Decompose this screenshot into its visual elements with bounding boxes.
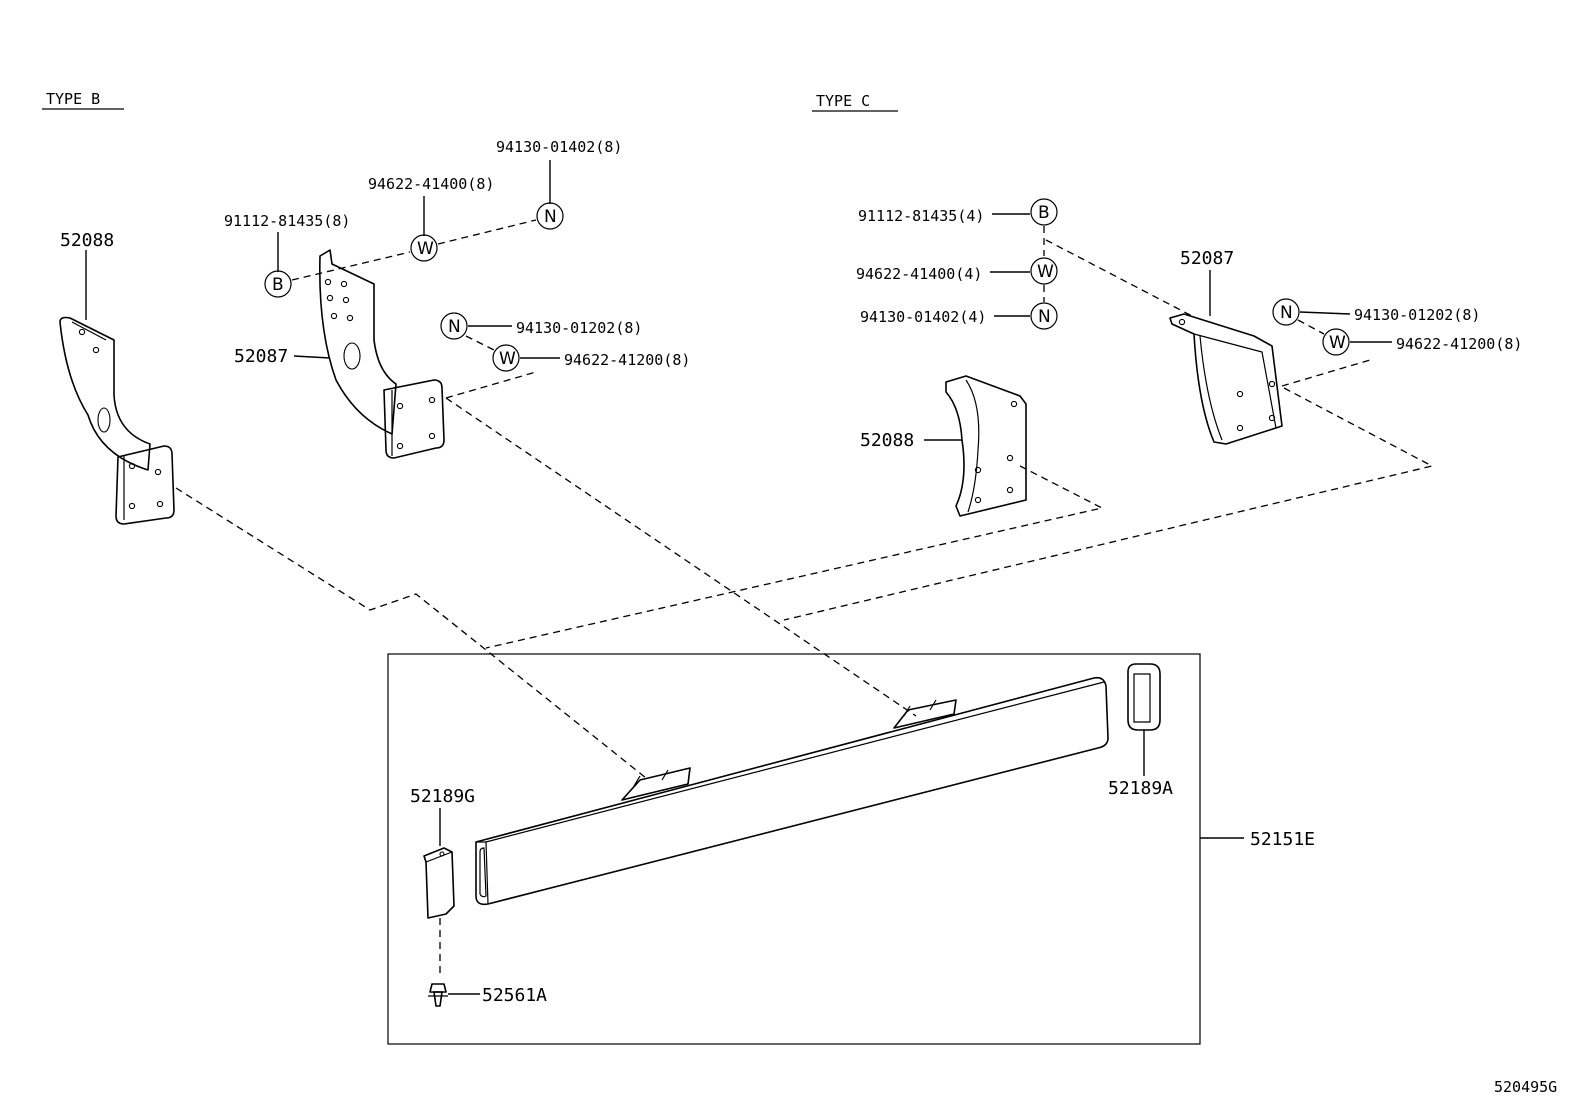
- nut-side-symbol-c: [1272, 298, 1300, 326]
- nut-symbol-b-letter: N: [544, 207, 557, 227]
- dash-bolt-washer-nut-b: [291, 219, 537, 281]
- washer-lower-symbol-b-letter: W: [499, 349, 516, 369]
- label-52561A: 52561A: [482, 985, 547, 1006]
- label-washer-94622-41400-b: 94622-41400(8): [368, 175, 494, 193]
- bolt-symbol-c: [1030, 198, 1058, 226]
- bracket-52087-type-b: [319, 249, 445, 459]
- label-washer-94622-41400-c: 94622-41400(4): [856, 265, 982, 283]
- label-nut-94130-01202-c: 94130-01202(8): [1354, 306, 1480, 324]
- label-bolt-91112-81435-b: 91112-81435(8): [224, 212, 350, 230]
- bolt-symbol-b-letter: B: [272, 275, 284, 295]
- dash-fasteners-c: [1043, 226, 1193, 317]
- washer-symbol-c: [1030, 257, 1058, 285]
- clip-52561A: [428, 983, 448, 1007]
- washer-side-symbol-c-letter: W: [1329, 333, 1346, 353]
- dash-52088-b-to-step: [175, 487, 647, 779]
- end-cap-52189A: [1127, 663, 1161, 731]
- dash-lower-fasteners-b: [445, 335, 537, 399]
- bracket-52088-type-c: [945, 375, 1027, 517]
- washer-symbol-b-letter: W: [417, 239, 434, 259]
- bolt-symbol-c-letter: B: [1038, 203, 1050, 223]
- label-nut-94130-01202-b: 94130-01202(8): [516, 319, 642, 337]
- nut-symbol-c: [1030, 302, 1058, 330]
- label-52088-type-b: 52088: [60, 230, 114, 251]
- label-52189G: 52189G: [410, 786, 475, 807]
- label-washer-94622-41200-b: 94622-41200(8): [564, 351, 690, 369]
- label-52087-type-b: 52087: [234, 346, 288, 367]
- label-bolt-91112-81435-c: 91112-81435(4): [858, 207, 984, 225]
- dash-52087-b-to-step: [445, 397, 917, 717]
- label-nut-94130-01402-b: 94130-01402(8): [496, 138, 622, 156]
- label-52088-type-c: 52088: [860, 430, 914, 451]
- nut-symbol-c-letter: N: [1038, 307, 1051, 327]
- type-b-heading: TYPE B: [46, 90, 100, 108]
- dash-side-fasteners-c: [1281, 319, 1371, 387]
- nut-symbol-b: [536, 202, 564, 230]
- bracket-52087-type-c: [1169, 313, 1283, 445]
- leader-52087-b: [293, 355, 331, 359]
- washer-symbol-c-letter: W: [1037, 262, 1054, 282]
- nut-side-symbol-c-letter: N: [1280, 303, 1293, 323]
- type-c-heading: TYPE C: [816, 92, 870, 110]
- bolt-symbol-b: [264, 270, 292, 298]
- washer-lower-symbol-b: [492, 344, 520, 372]
- leader-nut-side-c: [1299, 311, 1351, 315]
- label-washer-94622-41200-c: 94622-41200(8): [1396, 335, 1522, 353]
- bracket-52088-type-b: [59, 316, 175, 525]
- dash-52087-c-to-step: [783, 387, 1434, 621]
- nut-lower-symbol-b: [440, 312, 468, 340]
- washer-side-symbol-c: [1322, 328, 1350, 356]
- washer-symbol-b: [410, 234, 438, 262]
- end-cap-52189G: [423, 847, 455, 919]
- dash-52088-c-to-step: [485, 465, 1104, 649]
- nut-lower-symbol-b-letter: N: [448, 317, 461, 337]
- label-52151E: 52151E: [1250, 829, 1315, 850]
- label-nut-94130-01402-c: 94130-01402(4): [860, 308, 986, 326]
- assembly-box: [387, 653, 1201, 1045]
- running-step-52151E: [475, 676, 1109, 906]
- label-52189A: 52189A: [1108, 778, 1173, 799]
- diagram-code: 520495G: [1494, 1078, 1557, 1096]
- label-52087-type-c: 52087: [1180, 248, 1234, 269]
